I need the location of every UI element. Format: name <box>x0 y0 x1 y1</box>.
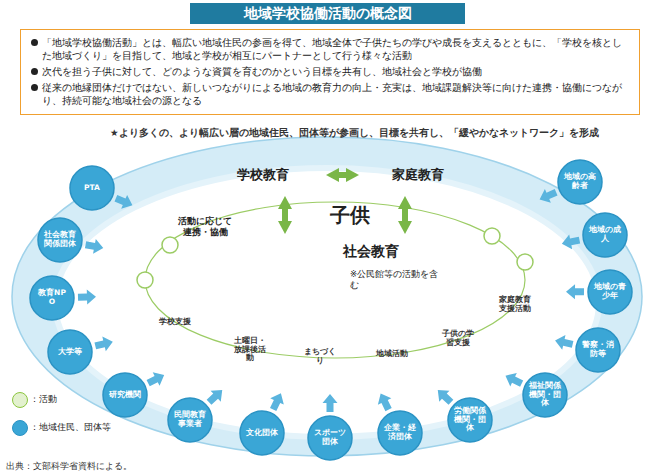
organization-circle: 地域の高齢者 <box>557 159 603 205</box>
title-text: 地域学校協働活動の概念図 <box>244 5 412 23</box>
double-arrow <box>282 209 288 221</box>
center-label: 子供 <box>325 203 375 228</box>
organization-label: 研究機関 <box>109 391 141 400</box>
organization-label: 地域の青少年 <box>594 283 627 300</box>
organization-label: 大学等 <box>58 348 82 357</box>
box-note: ※公民館等の活動を含む <box>350 269 445 290</box>
organization-label: 警察・消防等 <box>582 341 615 358</box>
organization-circle: 企業・経済団体 <box>377 410 423 456</box>
organization-circle: 労働関係機関・団体 <box>447 397 493 443</box>
organization-label: 地域の高齢者 <box>564 173 597 190</box>
organization-circle: 福祉関係機関・団体 <box>522 372 568 418</box>
organization-label: 民間教育事業者 <box>174 411 207 428</box>
organization-label: 地域の成人 <box>589 226 622 243</box>
organization-circle: 文化団体 <box>239 410 285 456</box>
double-arrow <box>402 209 408 221</box>
organization-circle: 地域の青少年 <box>587 269 633 315</box>
activity-label: 土曜日・放課後活動 <box>232 337 269 363</box>
organization-label: 福祉関係機関・団体 <box>529 382 562 408</box>
legend-text: ：地域住民、団体等 <box>30 422 111 434</box>
organization-circle: 教育NPO <box>29 275 75 321</box>
organization-circle: スポーツ団体 <box>307 415 353 461</box>
organization-label: PTA <box>84 184 100 193</box>
core-label: 地域学校協働活動 <box>262 259 318 288</box>
bullet-text: 従来の地縁団体だけではない、新しいつながりによる地域の教育力の向上・充実は、地域… <box>29 81 629 107</box>
organization-circle: 警察・消防等 <box>575 327 621 373</box>
note-label: 活動に応じて連携・協働 <box>178 216 232 237</box>
organization-label: 企業・経済団体 <box>384 424 417 441</box>
legend-item: ：地域住民、団体等 <box>12 420 111 436</box>
network-heading: ★より多くの、より幅広い層の地域住民、団体等が参画し、目標を共有し、「緩やかなネ… <box>110 127 599 138</box>
organization-label: 社会教育関係団体 <box>44 231 77 248</box>
organization-label: 労働関係機関・団体 <box>454 407 487 433</box>
organization-circle: 研究機関 <box>102 372 148 418</box>
legend-swatch <box>12 392 28 408</box>
organization-label: スポーツ団体 <box>314 429 347 446</box>
activity-label: 家庭教育支援活動 <box>498 296 533 313</box>
activity-label: 学校支援 <box>159 318 191 327</box>
bullet-text: 「地域学校協働活動」とは、幅広い地域住民の参画を得て、地域全体で子供たちの学びや… <box>29 36 629 62</box>
box-label: 家庭教育 <box>392 166 444 184</box>
activity-label: 地域活動 <box>376 350 408 359</box>
double-arrow <box>339 172 346 178</box>
legend-item: ：活動 <box>12 392 57 408</box>
box-label: 社会教育 <box>343 243 399 261</box>
organization-circle: 地域の成人 <box>582 212 628 258</box>
summary-box: 「地域学校協働活動」とは、幅広い地域住民の参画を得て、地域全体で子供たちの学びや… <box>20 29 640 115</box>
bullet-text: 次代を担う子供に対して、どのような資質を育むのかという目標を共有し、地域社会と学… <box>29 65 629 78</box>
activity-label: 子供の学習支援 <box>441 330 476 347</box>
organization-label: 教育NPO <box>36 289 69 306</box>
organization-circle: 社会教育関係団体 <box>37 217 83 263</box>
legend-swatch <box>12 420 28 436</box>
organization-circle: 民間教育事業者 <box>167 397 213 443</box>
caption: 出典：文部科学省資料による。 <box>6 461 132 473</box>
organization-label: 文化団体 <box>246 429 278 438</box>
legend-text: ：活動 <box>30 394 57 406</box>
box-label: 学校教育 <box>237 166 289 184</box>
title-bar: 地域学校協働活動の概念図 <box>190 3 465 24</box>
organization-circle: 大学等 <box>47 329 93 375</box>
organization-circle: PTA <box>69 165 115 211</box>
activity-label: まちづくり <box>303 348 338 365</box>
